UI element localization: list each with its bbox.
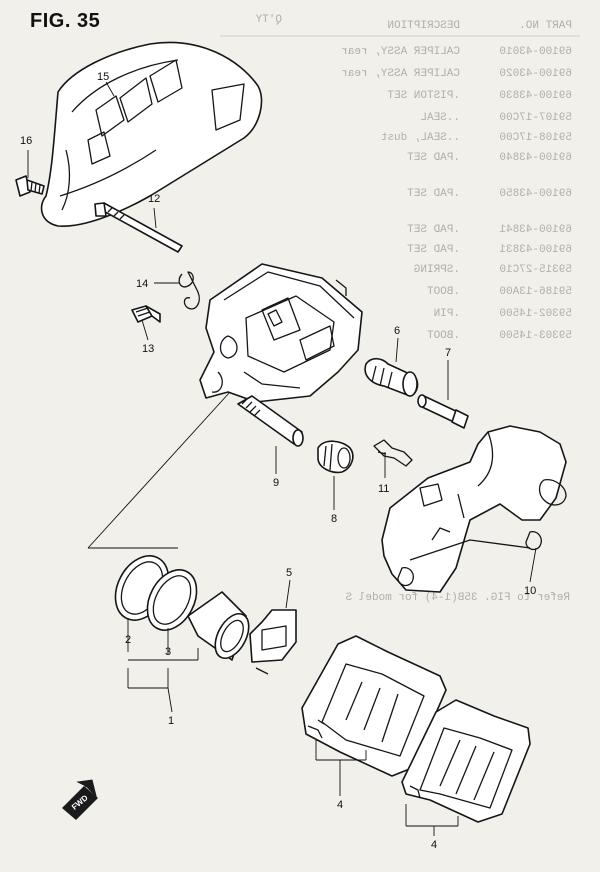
callout-13: 13 bbox=[142, 343, 154, 355]
ghost-row-desc: .SPRING bbox=[414, 264, 460, 276]
ghost-header-part-no: PART NO. bbox=[519, 20, 572, 32]
bleed-through-table: PART NO. DESCRIPTION Q'TY 69100-43010 CA… bbox=[220, 14, 580, 604]
callout-4-front: 4 bbox=[337, 799, 343, 811]
bracket-part-15 bbox=[40, 41, 263, 227]
leader-lines bbox=[27, 81, 537, 836]
ghost-row-part: 59303-14500 bbox=[499, 330, 572, 342]
ghost-header-qty: Q'TY bbox=[255, 14, 282, 26]
ghost-row-desc: ..SEAL, dust bbox=[381, 132, 460, 144]
ghost-row-part: 59108-17C00 bbox=[499, 132, 572, 144]
callout-1: 1 bbox=[168, 715, 174, 727]
bleeder-part-13 bbox=[131, 305, 161, 323]
callout-5: 5 bbox=[286, 567, 292, 579]
callout-11: 11 bbox=[378, 483, 389, 495]
brake-pad-part-4-rear bbox=[401, 699, 531, 823]
ghost-row-desc: .BOOT bbox=[427, 330, 460, 342]
shim-part-5 bbox=[249, 609, 297, 675]
callout-7: 7 bbox=[445, 347, 451, 359]
ghost-row-part: 59107-17C00 bbox=[499, 112, 572, 124]
ghost-row-part: 69100-43020 bbox=[499, 68, 572, 80]
callout-6: 6 bbox=[394, 325, 400, 337]
callout-12: 12 bbox=[148, 193, 160, 205]
bolt-part-16 bbox=[15, 175, 45, 197]
piston-part-1 bbox=[187, 591, 250, 661]
ghost-row-part: 59186-13A00 bbox=[499, 286, 572, 298]
carrier-part-10 bbox=[381, 425, 567, 593]
ghost-row-desc: .PAD SET bbox=[407, 244, 460, 256]
ghost-row-desc: .PAD SET bbox=[407, 188, 460, 200]
figure-title: FIG. 35 bbox=[30, 10, 101, 32]
pin-part-6 bbox=[364, 357, 419, 397]
seal-part-3 bbox=[146, 569, 198, 631]
ghost-row-part: 69100-43831 bbox=[499, 244, 572, 256]
ghost-row-desc: CALIPER ASSY, rear bbox=[341, 46, 460, 58]
callout-14: 14 bbox=[136, 278, 148, 290]
boot-part-8 bbox=[317, 440, 354, 474]
ghost-footnote: Refer to FIG. 35B(1-4) for model S bbox=[345, 592, 570, 604]
fwd-arrow-icon: FWD bbox=[62, 779, 98, 820]
callout-9: 9 bbox=[273, 477, 279, 489]
ghost-row-part: 59302-14500 bbox=[499, 308, 572, 320]
wire-clip-part-14 bbox=[178, 271, 200, 310]
ghost-row-part: 69100-43830 bbox=[499, 90, 572, 102]
callout-16: 16 bbox=[20, 135, 32, 147]
brake-pad-part-4-front bbox=[301, 635, 447, 777]
caliper-body bbox=[199, 263, 363, 403]
callout-15: 15 bbox=[97, 71, 109, 83]
ghost-row-part: 59315-27C10 bbox=[499, 264, 572, 276]
ghost-row-desc: ..SEAL bbox=[420, 112, 460, 124]
ghost-row-part: 69100-43841 bbox=[499, 224, 572, 236]
ghost-row-desc: .PISTON SET bbox=[387, 90, 460, 102]
ghost-row-part: 69100-43840 bbox=[499, 152, 572, 164]
ghost-row-desc: .PAD SET bbox=[407, 152, 460, 164]
slide-pin-part-9 bbox=[237, 395, 304, 447]
ghost-row-desc: .BOOT bbox=[427, 286, 460, 298]
spring-part-11 bbox=[373, 439, 413, 467]
ghost-row-desc: .PIN bbox=[434, 308, 460, 320]
callout-8: 8 bbox=[331, 513, 337, 525]
ghost-row-part: 69100-43850 bbox=[499, 188, 572, 200]
ghost-row-desc: .PAD SET bbox=[407, 224, 460, 236]
callout-numbers: 15 16 12 14 13 6 7 9 8 11 10 5 2 3 1 4 4 bbox=[20, 71, 536, 851]
pin-part-7 bbox=[417, 394, 469, 429]
callout-4-rear: 4 bbox=[431, 839, 437, 851]
callout-2: 2 bbox=[125, 634, 131, 646]
ghost-header-description: DESCRIPTION bbox=[387, 20, 460, 32]
callout-3: 3 bbox=[165, 646, 171, 658]
ghost-row-desc: CALIPER ASSY, rear bbox=[341, 68, 460, 80]
slide-pin-part-12 bbox=[94, 202, 183, 253]
callout-10: 10 bbox=[524, 585, 536, 597]
ghost-row-part: 69100-43010 bbox=[499, 46, 572, 58]
